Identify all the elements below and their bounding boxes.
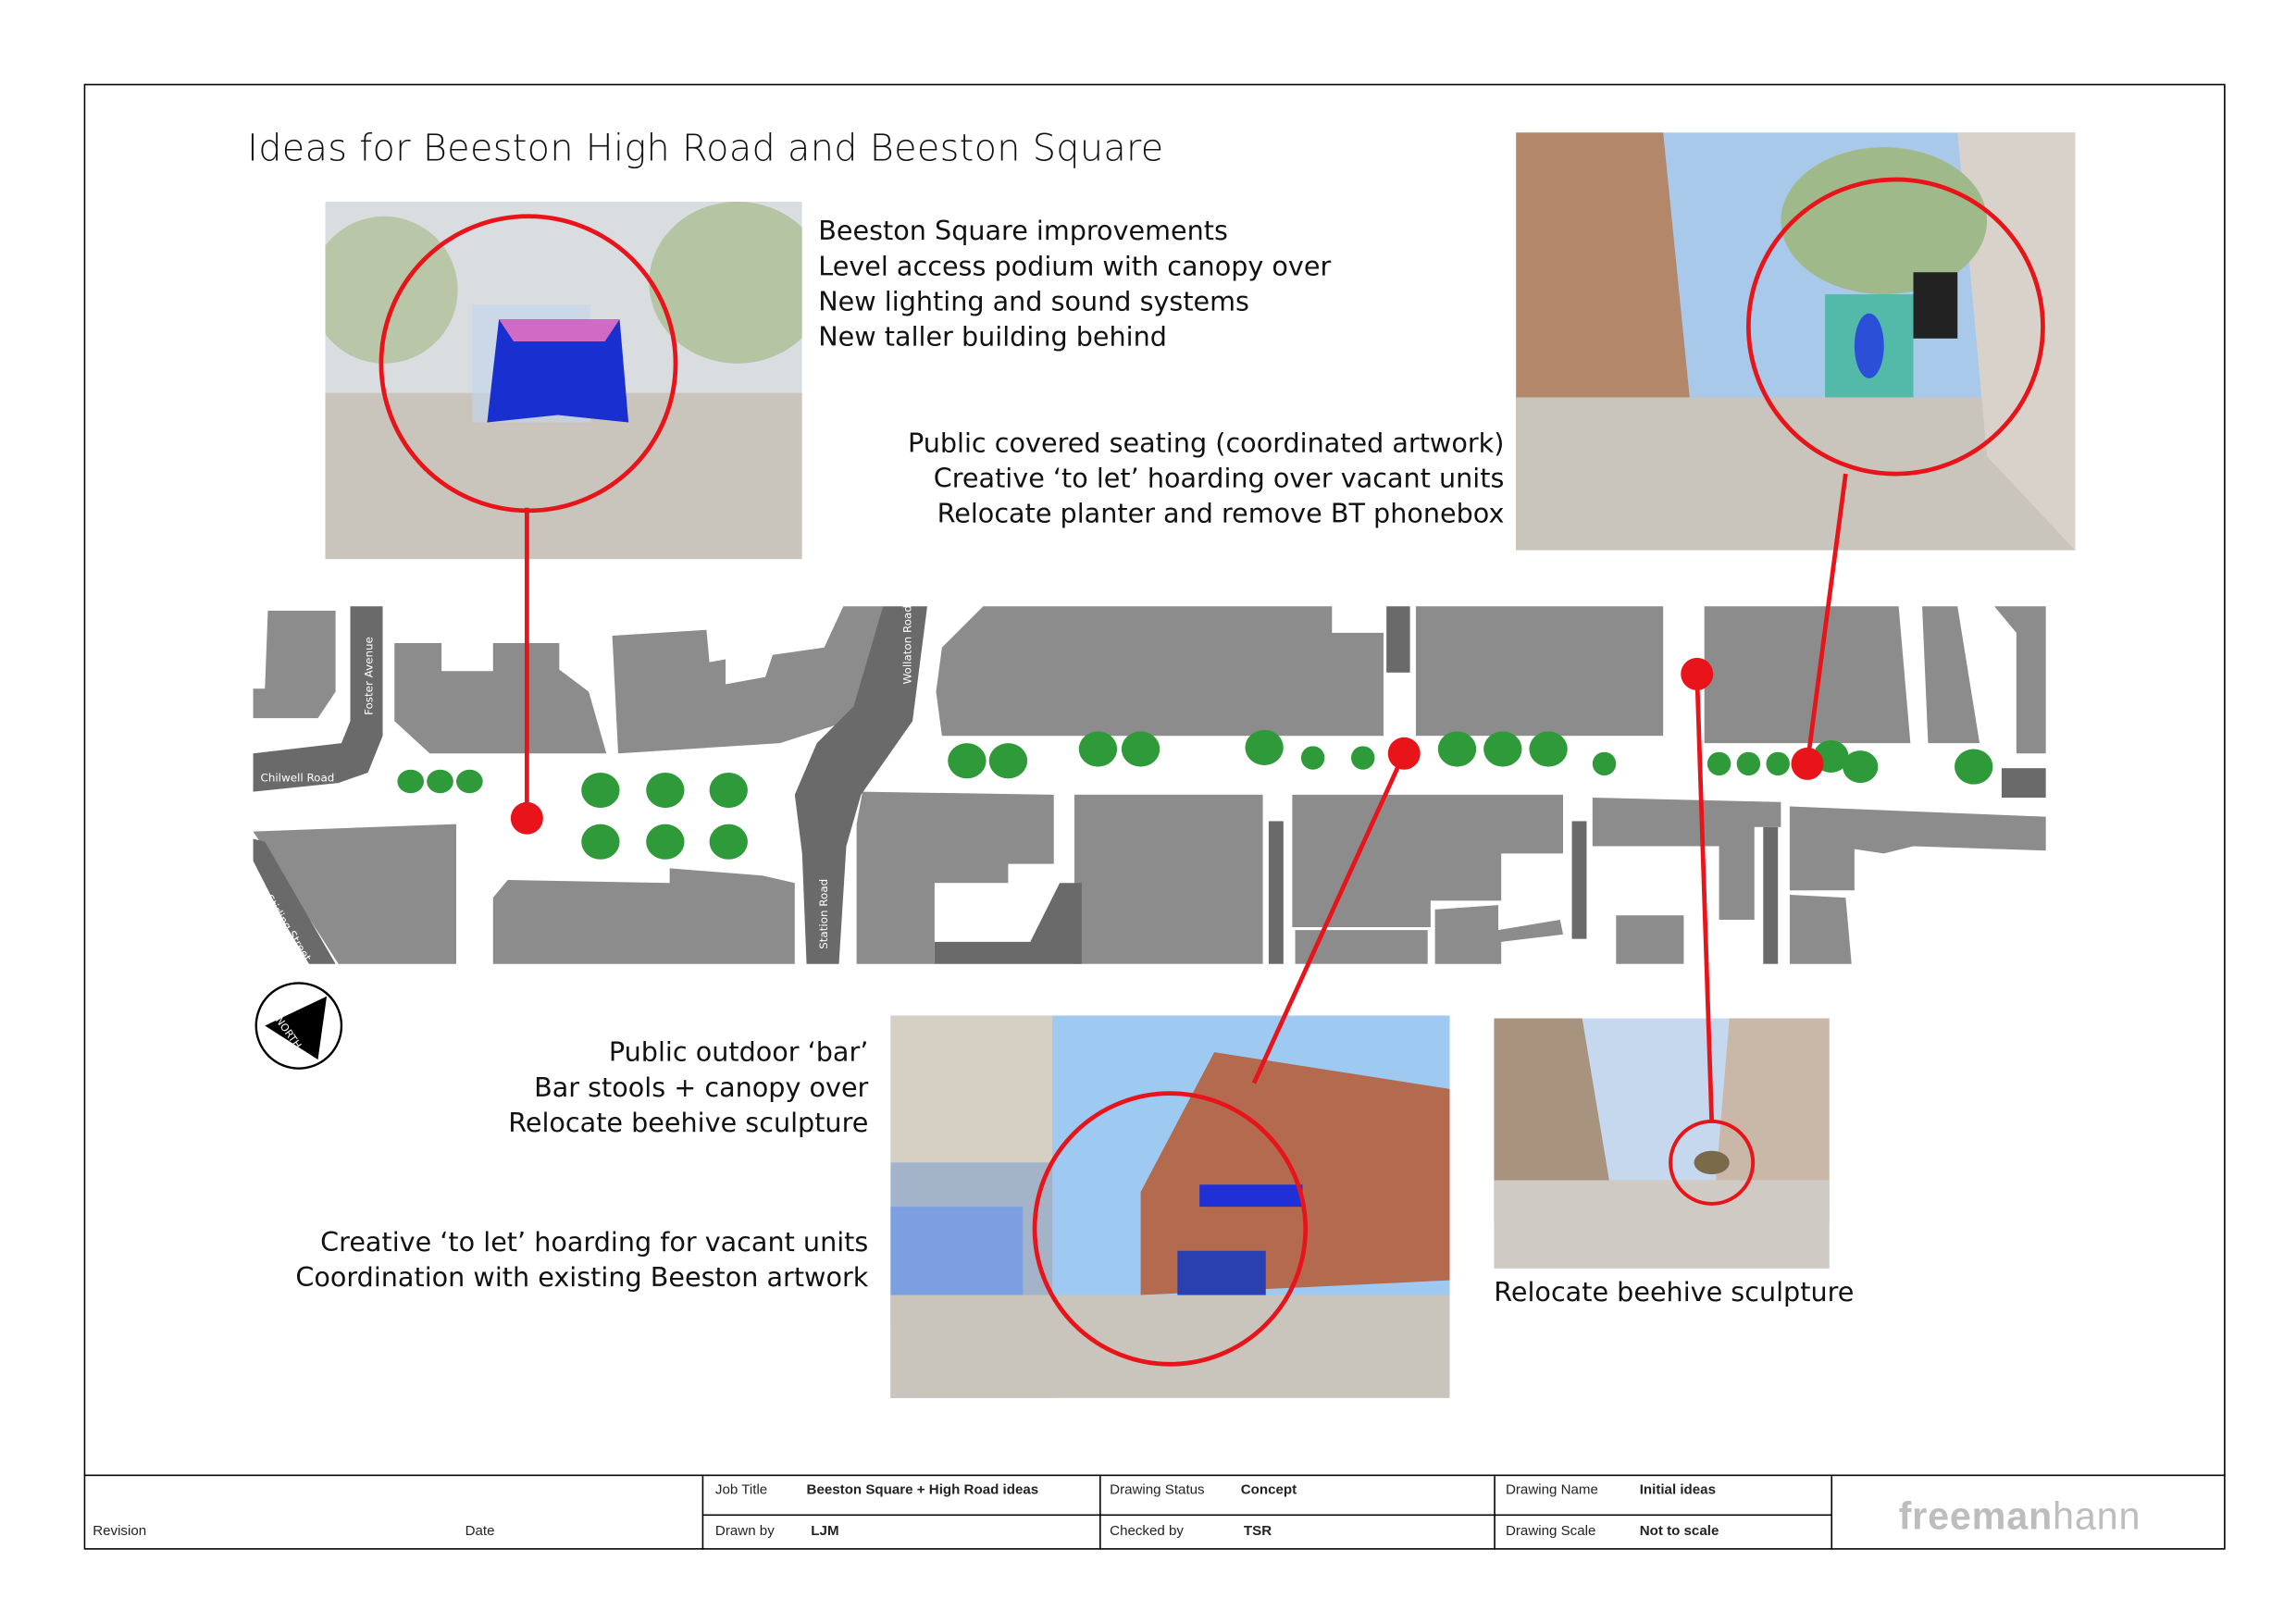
photo-beeston-square bbox=[325, 201, 802, 560]
note-line: Level access podium with canopy over bbox=[818, 251, 1332, 283]
drawing-scale: Not to scale bbox=[1639, 1523, 1719, 1540]
page-title: Ideas for Beeston High Road and Beeston … bbox=[247, 126, 1164, 169]
title-block: Revision Date Job Title Beeston Square +… bbox=[83, 1474, 2226, 1550]
drawing-status-label: Drawing Status bbox=[1110, 1481, 1205, 1499]
note-hoarding: Creative ‘to let’ hoarding for vacant un… bbox=[295, 1226, 868, 1296]
company-logo: freemanhann bbox=[1898, 1493, 2141, 1538]
note-beeston-square: Beeston Square improvements Level access… bbox=[818, 215, 1331, 356]
photo-high-road-seating bbox=[1516, 132, 2076, 551]
checked-by-label: Checked by bbox=[1110, 1523, 1184, 1540]
note-line: Relocate beehive sculpture bbox=[508, 1108, 869, 1139]
note-line: Public outdoor ‘bar’ bbox=[608, 1037, 869, 1069]
revision-label: Revision bbox=[93, 1523, 147, 1540]
drawing-name: Initial ideas bbox=[1639, 1481, 1717, 1499]
note-line: Public covered seating (coordinated artw… bbox=[907, 427, 1505, 460]
note-line: Creative ‘to let’ hoarding over vacant u… bbox=[933, 463, 1505, 495]
note-line: Beeston Square improvements bbox=[818, 216, 1228, 248]
photo-beehive-sculpture bbox=[1494, 1018, 1830, 1269]
sheet-border bbox=[83, 83, 2226, 1550]
drawn-by: LJM bbox=[811, 1523, 839, 1540]
note-line: New lighting and sound systems bbox=[818, 287, 1249, 318]
photo-outdoor-bar bbox=[890, 1015, 1450, 1398]
note-line: New taller building behind bbox=[818, 322, 1167, 353]
note-beehive: Relocate beehive sculpture bbox=[1494, 1277, 1855, 1308]
job-title: Beeston Square + High Road ideas bbox=[806, 1481, 1039, 1499]
note-line: Relocate planter and remove BT phonebox bbox=[937, 499, 1505, 530]
drawn-by-label: Drawn by bbox=[714, 1523, 775, 1540]
job-title-label: Job Title bbox=[714, 1481, 768, 1499]
drawing-scale-label: Drawing Scale bbox=[1505, 1523, 1596, 1540]
drawing-name-label: Drawing Name bbox=[1505, 1481, 1598, 1499]
note-line: Creative ‘to let’ hoarding for vacant un… bbox=[320, 1227, 869, 1258]
note-line: Coordination with existing Beeston artwo… bbox=[295, 1262, 869, 1294]
date-label: Date bbox=[465, 1523, 495, 1540]
note-line: Bar stools + canopy over bbox=[534, 1072, 869, 1104]
drawing-status: Concept bbox=[1240, 1481, 1297, 1499]
note-outdoor-bar: Public outdoor ‘bar’ Bar stools + canopy… bbox=[508, 1036, 868, 1143]
note-covered-seating: Public covered seating (coordinated artw… bbox=[908, 427, 1504, 533]
checked-by: TSR bbox=[1243, 1523, 1272, 1540]
